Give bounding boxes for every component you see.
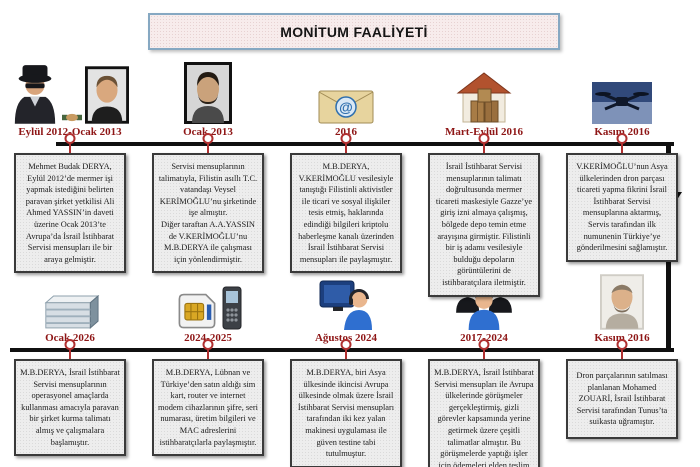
- event-connector: [152, 133, 264, 153]
- timeline-event: Ocak 2026 M.B.DERYA, İsrail İstihbarat S…: [14, 268, 126, 467]
- event-icon-zone: [11, 56, 129, 124]
- event-connector: [290, 133, 402, 153]
- event-text: M.B.DERYA, Lübnan ve Türkiye’den satın a…: [158, 368, 258, 447]
- timeline-top-bar: [56, 142, 674, 146]
- timeline-event: Ocak 2013 Servisi mensuplarının talimatı…: [152, 56, 264, 297]
- timeline-bottom: Ocak 2026 M.B.DERYA, İsrail İstihbarat S…: [0, 268, 700, 467]
- event-icon-zone: [600, 268, 644, 330]
- event-text-box: M.B.DERYA, İsrail İstihbarat Servisi men…: [428, 359, 540, 467]
- event-date: Mart-Eylül 2016: [445, 126, 523, 138]
- event-text: İsrail İstihbarat Servisi mensuplarının …: [435, 162, 533, 287]
- warehouse-icon: [456, 72, 512, 123]
- timeline-node-icon: [340, 133, 352, 144]
- timeline-event: Kasım 2016 Dron parçalarının satılması p…: [566, 268, 678, 467]
- timeline-event: Eylül 2012-Ocak 2013 Mehmet Budak DERYA,…: [11, 56, 129, 297]
- event-text-box: V.KERİMOĞLU’nun Asya ülkelerinden dron p…: [566, 153, 678, 262]
- event-icon-zone: [40, 268, 100, 330]
- event-date: Ocak 2013: [183, 126, 233, 138]
- timeline-event: Kasım 2016 V.KERİMOĞLU’nun Asya ülkeleri…: [566, 56, 678, 297]
- handshake-icon: [62, 113, 82, 122]
- event-text: Mehmet Budak DERYA, Eylül 2012’de mermer…: [25, 162, 115, 264]
- timeline-event: @ 2016 M.B.DERYA, V.KERİMOĞLU vesilesiyl…: [290, 56, 402, 297]
- timeline-node-icon: [202, 133, 214, 144]
- event-icon-zone: [318, 268, 374, 330]
- event-date: 2024-2025: [184, 332, 232, 344]
- portrait-photo: [600, 274, 644, 330]
- event-text-box: Servisi mensuplarının talimatıyla, Filis…: [152, 153, 264, 274]
- timeline-node-icon: [616, 133, 628, 144]
- event-text: Servisi mensuplarının talimatıyla, Filis…: [158, 162, 258, 264]
- event-icon-zone: [184, 56, 232, 124]
- timeline-node-icon: [478, 133, 490, 144]
- event-text: M.B.DERYA, İsrail İstihbarat Servisi men…: [20, 368, 120, 447]
- event-connector: [152, 339, 264, 359]
- event-date: Ocak 2026: [45, 332, 95, 344]
- timeline-node-icon: [202, 339, 214, 350]
- event-date: Kasım 2016: [594, 126, 650, 138]
- event-date: Ağustos 2024: [314, 332, 378, 344]
- event-text: M.B.DERYA, V.KERİMOĞLU vesilesiyle tanış…: [298, 162, 394, 264]
- event-text: M.B.DERYA, İsrail İstihbarat Servisi men…: [434, 368, 534, 467]
- timeline-node-icon: [616, 339, 628, 350]
- event-text: Dron parçalarının satılması planlanan Mo…: [576, 371, 668, 427]
- timeline-node-icon: [64, 339, 76, 350]
- event-connector: [566, 339, 678, 359]
- event-text-box: M.B.DERYA, biri Asya ülkesinde ikincisi …: [290, 359, 402, 467]
- spy-icon: [14, 65, 56, 124]
- timeline-bottom-bar: [10, 348, 674, 352]
- event-connector: [428, 133, 540, 153]
- event-icon-zone: [175, 268, 242, 330]
- portrait-photo: [184, 62, 232, 124]
- event-text-box: M.B.DERYA, İsrail İstihbarat Servisi men…: [14, 359, 126, 457]
- diagram-title-box: MONİTUM FAALİYETİ: [148, 13, 560, 50]
- timeline-event: Ağustos 2024 M.B.DERYA, biri Asya ülkesi…: [290, 268, 402, 467]
- timeline-top: Eylül 2012-Ocak 2013 Mehmet Budak DERYA,…: [0, 56, 700, 297]
- event-connector: [566, 133, 678, 153]
- portrait-photo: [85, 66, 129, 124]
- event-icon-zone: [455, 56, 513, 124]
- diagram-title: MONİTUM FAALİYETİ: [280, 23, 428, 40]
- svg-text:@: @: [339, 99, 353, 115]
- event-icon-zone: [592, 56, 652, 124]
- event-date: Kasım 2016: [594, 332, 650, 344]
- email-envelope-icon: @: [318, 90, 374, 124]
- event-text-box: M.B.DERYA, V.KERİMOĞLU vesilesiyle tanış…: [290, 153, 402, 274]
- event-text: M.B.DERYA, biri Asya ülkesinde ikincisi …: [297, 368, 395, 459]
- marble-blocks-icon: [44, 294, 100, 329]
- timeline-event: 2024-2025 M.B.DERYA, Lübnan ve Türkiye’d…: [152, 268, 264, 467]
- event-text-box: Dron parçalarının satılması planlanan Mo…: [566, 359, 678, 439]
- sim-card-icon: [178, 293, 215, 329]
- event-connector: [290, 339, 402, 359]
- timeline-node-icon: [340, 339, 352, 350]
- event-connector: [14, 133, 126, 153]
- event-connector: [428, 339, 540, 359]
- timeline-event: 2017-2024 M.B.DERYA, İsrail İstihbarat S…: [428, 268, 540, 467]
- event-connector: [14, 339, 126, 359]
- event-text-box: Mehmet Budak DERYA, Eylül 2012’de mermer…: [14, 153, 126, 274]
- timeline-event: Mart-Eylül 2016 İsrail İstihbarat Servis…: [428, 56, 540, 297]
- timeline-node-icon: [478, 339, 490, 350]
- event-text-box: M.B.DERYA, Lübnan ve Türkiye’den satın a…: [152, 359, 264, 457]
- event-icon-zone: @: [318, 56, 374, 124]
- event-text: V.KERİMOĞLU’nun Asya ülkelerinden dron p…: [576, 162, 668, 253]
- event-text-box: İsrail İstihbarat Servisi mensuplarının …: [428, 153, 540, 297]
- event-date: Eylül 2012-Ocak 2013: [18, 126, 122, 138]
- drone-photo: [592, 82, 652, 124]
- timeline-node-icon: [64, 133, 76, 144]
- computer-operator-icon: [319, 280, 372, 330]
- event-date: 2017-2024: [460, 332, 508, 344]
- phone-icon: [222, 286, 241, 330]
